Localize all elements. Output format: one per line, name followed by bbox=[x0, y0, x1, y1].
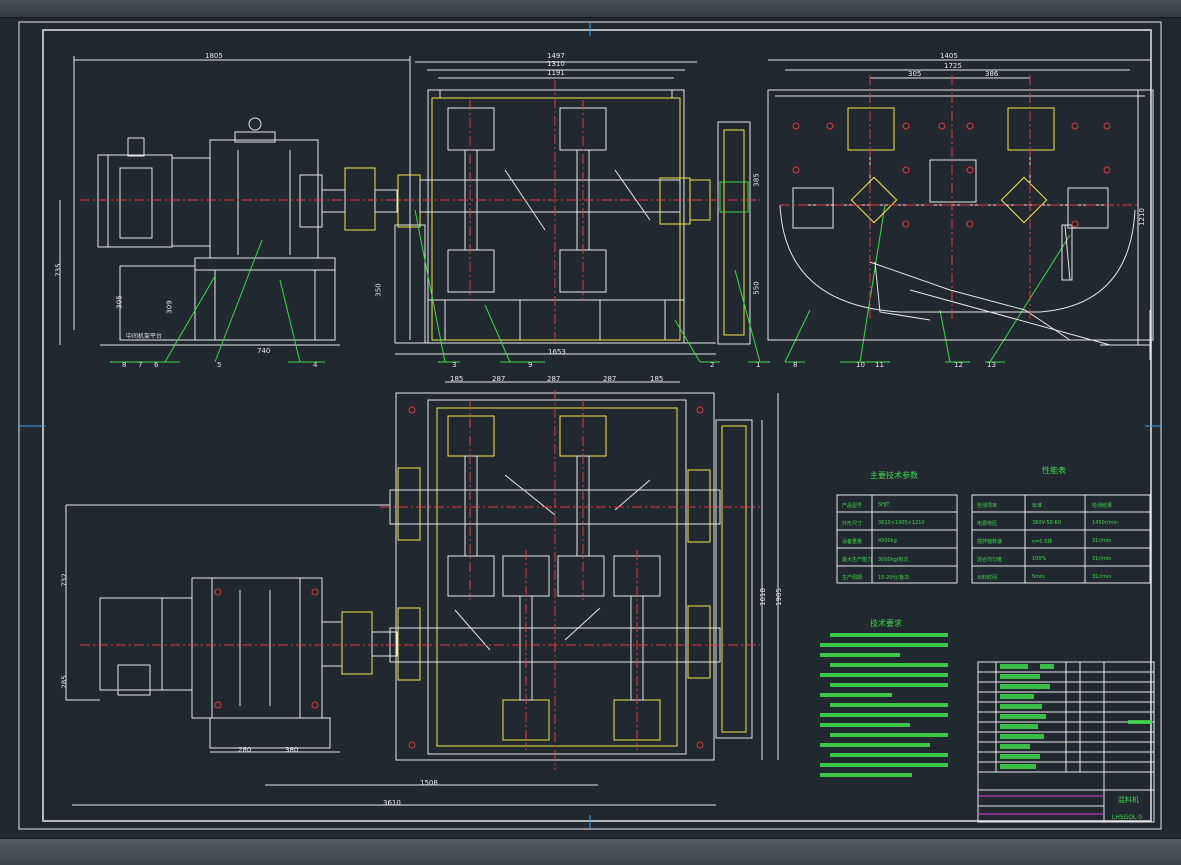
cad-bottom-statusbar bbox=[0, 838, 1181, 865]
chain-drive bbox=[717, 121, 751, 345]
plan-bolt-holes bbox=[214, 406, 704, 749]
leaders-front bbox=[110, 204, 1071, 363]
drawing-svg bbox=[18, 21, 1162, 830]
motor-body bbox=[97, 154, 173, 248]
tech-req-lines bbox=[820, 633, 948, 777]
parts-list-greenfill bbox=[1000, 664, 1152, 769]
plan-chain-case bbox=[715, 419, 753, 739]
title-block bbox=[977, 661, 1155, 823]
front-view bbox=[59, 56, 751, 355]
centerlines-plan bbox=[80, 390, 760, 770]
coupling-left bbox=[344, 167, 376, 231]
side-bolt-holes bbox=[792, 122, 1111, 228]
cad-drawing-canvas[interactable]: 1805 1497 1310 1191 1405 1725 305 386 73… bbox=[0, 18, 1181, 837]
side-frame bbox=[767, 89, 1154, 341]
centerlines-front bbox=[80, 80, 760, 345]
spec-table-grid bbox=[971, 494, 1151, 584]
side-view bbox=[767, 59, 1154, 360]
plan-view bbox=[65, 381, 779, 806]
params-table-grid bbox=[836, 494, 958, 584]
mixer-tank bbox=[427, 89, 685, 344]
gearbox-body bbox=[209, 139, 319, 259]
title-block-magenta bbox=[978, 795, 1104, 815]
cad-top-toolbar bbox=[0, 0, 1181, 18]
centerlines-side bbox=[780, 75, 1140, 320]
outer-frame bbox=[18, 21, 1162, 830]
